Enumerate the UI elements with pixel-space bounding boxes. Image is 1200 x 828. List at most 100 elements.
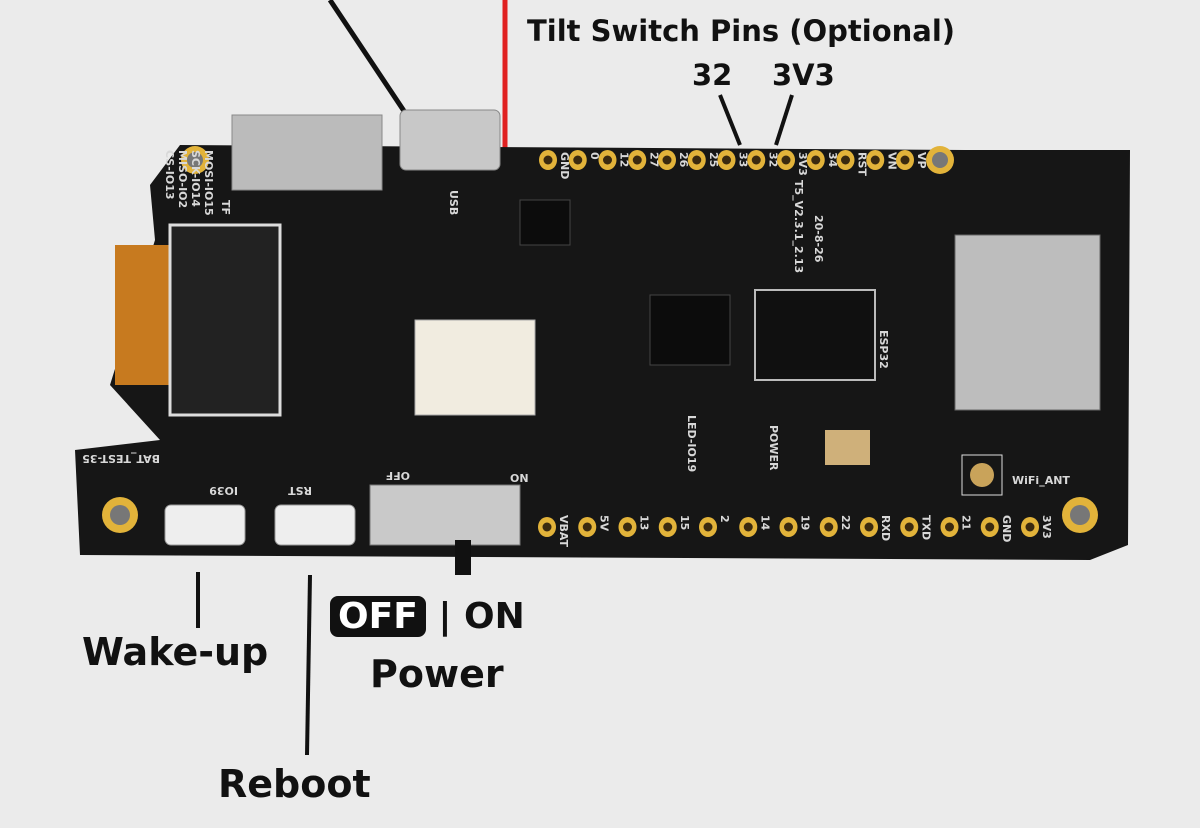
- silk-io39: IO39: [209, 484, 238, 497]
- pin-hole: [985, 522, 995, 532]
- pin-hole: [945, 522, 954, 532]
- power-label: Power: [370, 652, 504, 696]
- pin-hole: [824, 522, 834, 532]
- top-header: GND 0 12 27 26 25 33 32 3V3 34 RST VN VP: [539, 150, 928, 179]
- power-switch-states: OFF | ON: [330, 596, 525, 637]
- pin-hole: [870, 155, 880, 165]
- silk-power: POWER: [767, 425, 780, 471]
- pin-hole: [900, 155, 910, 165]
- pointer-reboot: [305, 574, 312, 756]
- fpc-connector: [168, 223, 282, 417]
- power-switch-lever[interactable]: [455, 540, 471, 575]
- pin-label: 2: [718, 515, 731, 523]
- reboot-button[interactable]: [274, 504, 356, 546]
- pin-hole: [573, 155, 583, 165]
- tilt-pin-32-label: 32: [692, 58, 733, 92]
- pin-hole: [662, 155, 672, 165]
- pin-label: 34: [826, 152, 839, 168]
- silk-wifi-ant: WiFi_ANT: [1012, 474, 1070, 487]
- pin-label: RXD: [879, 515, 892, 541]
- pin-hole: [623, 522, 632, 532]
- pin-hole: [692, 155, 702, 165]
- pin-label: 5V: [597, 515, 610, 532]
- silk-model: T5_V2.3.1_2.13: [792, 180, 805, 273]
- pin-hole: [784, 522, 793, 532]
- mount-hole-center: [110, 505, 130, 525]
- pointer-32-line: [718, 94, 742, 146]
- wake-up-label: Wake-up: [82, 630, 269, 674]
- power-separator: |: [438, 596, 452, 637]
- tf-slot: [231, 114, 383, 191]
- pin-label: VP: [915, 152, 928, 169]
- pin-label: 22: [839, 515, 852, 530]
- pin-hole: [632, 155, 642, 165]
- ic-chip: [519, 199, 571, 246]
- pin-label: TXD: [919, 515, 932, 540]
- silk-sd-pin: SCK-IO14: [189, 150, 202, 207]
- side-switch: [954, 234, 1101, 411]
- pin-label: VBAT: [557, 515, 570, 548]
- pin-label: RST: [856, 152, 869, 176]
- pin-label: VN: [885, 152, 898, 170]
- pin-hole: [1025, 522, 1035, 532]
- reboot-label: Reboot: [218, 762, 371, 806]
- pin-label: 3V3: [1040, 515, 1053, 539]
- pin-hole: [864, 522, 874, 532]
- antenna-connector: [970, 463, 994, 487]
- tilt-pin-3v3-label: 3V3: [772, 58, 835, 92]
- silk-on: ON: [510, 472, 529, 485]
- pin-hole: [841, 155, 850, 165]
- wake-up-button[interactable]: [164, 504, 246, 546]
- crystal: [825, 430, 870, 465]
- mount-hole-center: [187, 152, 203, 168]
- pin-hole: [663, 522, 673, 532]
- pin-label: 27: [647, 152, 660, 167]
- pin-label: 13: [638, 515, 651, 530]
- pin-label: 12: [618, 152, 631, 167]
- pin-hole: [811, 155, 821, 165]
- pointer-3v3-line: [774, 94, 794, 146]
- pin-label: 25: [707, 152, 720, 167]
- battery-connector: [414, 319, 536, 416]
- pin-hole: [582, 522, 592, 532]
- silk-led: LED-IO19: [685, 415, 698, 472]
- silk-usb: USB: [447, 190, 460, 215]
- silk-rst: RST: [288, 484, 312, 497]
- silk-sd-pin: CS-IO13: [163, 150, 176, 200]
- mount-hole-center: [932, 152, 948, 168]
- pin-label: 32: [766, 152, 779, 167]
- silk-off: OFF: [386, 469, 410, 482]
- pin-label: 26: [677, 152, 690, 168]
- pin-label: GND: [558, 152, 571, 179]
- pin-hole: [743, 522, 753, 532]
- power-off-badge: OFF: [330, 596, 426, 637]
- pin-label: GND: [1000, 515, 1013, 542]
- silk-bat-test: BAT_TEST-35: [82, 452, 160, 465]
- silk-date: 20-8-26: [812, 215, 825, 263]
- tilt-switch-title: Tilt Switch Pins (Optional): [527, 14, 956, 48]
- antenna-connector-outline: [961, 454, 1003, 496]
- pin-label: 0: [588, 152, 601, 160]
- pin-hole: [751, 155, 761, 165]
- silk-tf: TF: [219, 200, 232, 215]
- power-on-label: ON: [464, 596, 525, 637]
- mount-hole-center: [1070, 505, 1090, 525]
- pin-hole: [703, 522, 713, 532]
- silk-sd-pin: MOSI-IO15: [202, 150, 215, 216]
- pin-hole: [543, 155, 553, 165]
- pin-label: 3V3: [796, 152, 809, 176]
- silk-esp32: ESP32: [877, 330, 890, 369]
- silk-sd-pin: MISO-IO2: [176, 150, 189, 208]
- pin-label: 21: [960, 515, 973, 530]
- pin-label: 33: [737, 152, 750, 167]
- esp32-chip: [754, 289, 876, 381]
- flash-chip: [649, 294, 731, 366]
- power-switch[interactable]: [369, 484, 521, 546]
- pin-label: 14: [758, 515, 771, 531]
- pin-hole: [542, 522, 552, 532]
- pin-hole: [781, 155, 791, 165]
- pin-label: 19: [799, 515, 812, 530]
- pin-hole: [904, 522, 914, 532]
